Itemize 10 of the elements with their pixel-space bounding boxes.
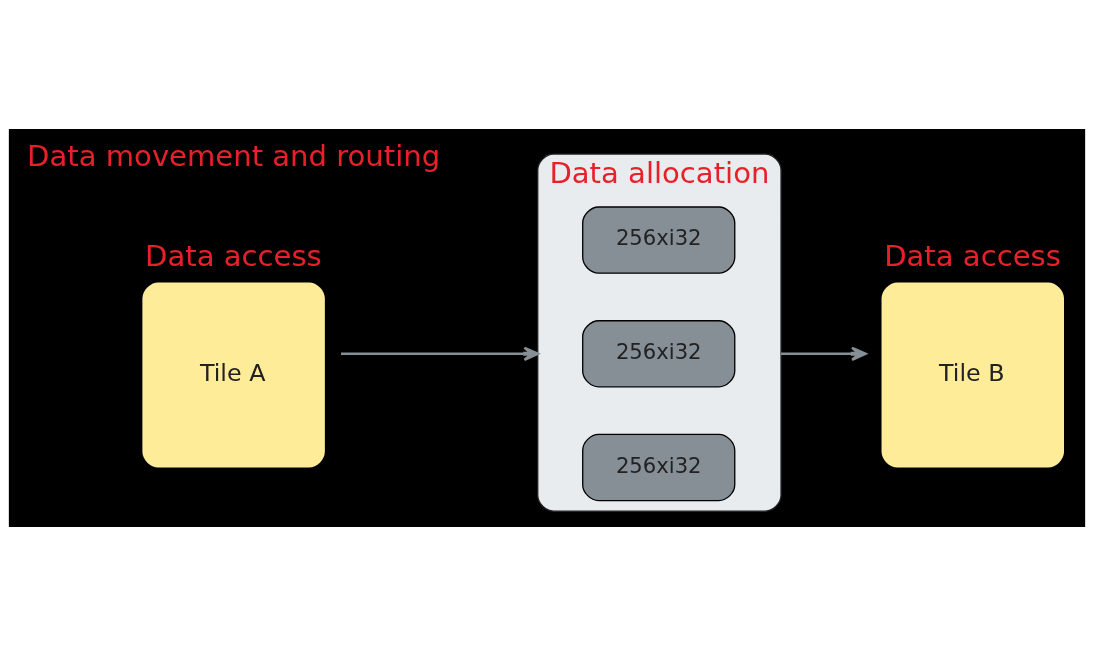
arrow: [781, 346, 867, 361]
node-box: Tile A: [142, 281, 325, 467]
arrow: [341, 346, 540, 361]
node-box: 256xi32: [582, 205, 736, 274]
node-label: Data access: [884, 238, 1061, 273]
node-label: Data access: [145, 238, 322, 273]
node-box: 256xi32: [582, 433, 736, 501]
node-box: Tile B: [881, 281, 1064, 467]
node-box: 256xi32: [582, 319, 736, 387]
label: Data movement and routing: [27, 137, 441, 172]
